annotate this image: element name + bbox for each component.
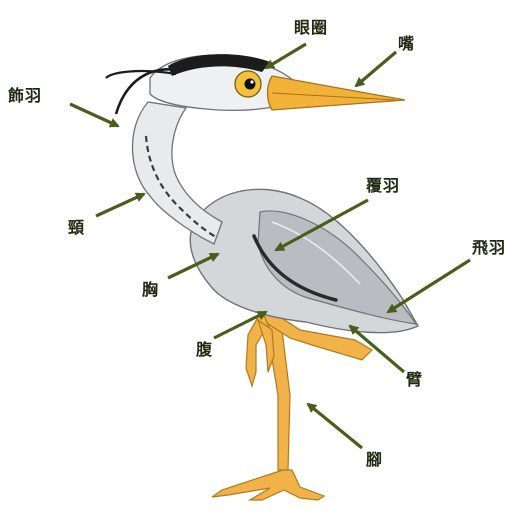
neck: [132, 102, 222, 244]
label-breast: 胸: [142, 276, 159, 300]
label-coverts: 覆羽: [366, 172, 400, 196]
label-crest: 飾羽: [8, 82, 42, 106]
label-neck: 頸: [68, 214, 85, 238]
arrow-beak: [356, 52, 396, 86]
beak: [268, 76, 406, 110]
label-flight-feathers: 飛羽: [472, 234, 506, 258]
label-thigh: 臂: [406, 366, 423, 390]
label-beak: 嘴: [398, 30, 415, 54]
arrow-crest: [70, 104, 118, 126]
body: [190, 189, 418, 332]
label-eye-ring: 眼圈: [294, 14, 328, 38]
arrow-eye-ring: [266, 44, 306, 68]
arrow-neck: [96, 194, 144, 216]
label-leg: 腳: [366, 446, 383, 470]
eye: [235, 71, 261, 97]
arrow-leg: [308, 404, 362, 448]
arrow-flight-feathers: [388, 260, 470, 312]
label-belly: 腹: [196, 336, 213, 360]
